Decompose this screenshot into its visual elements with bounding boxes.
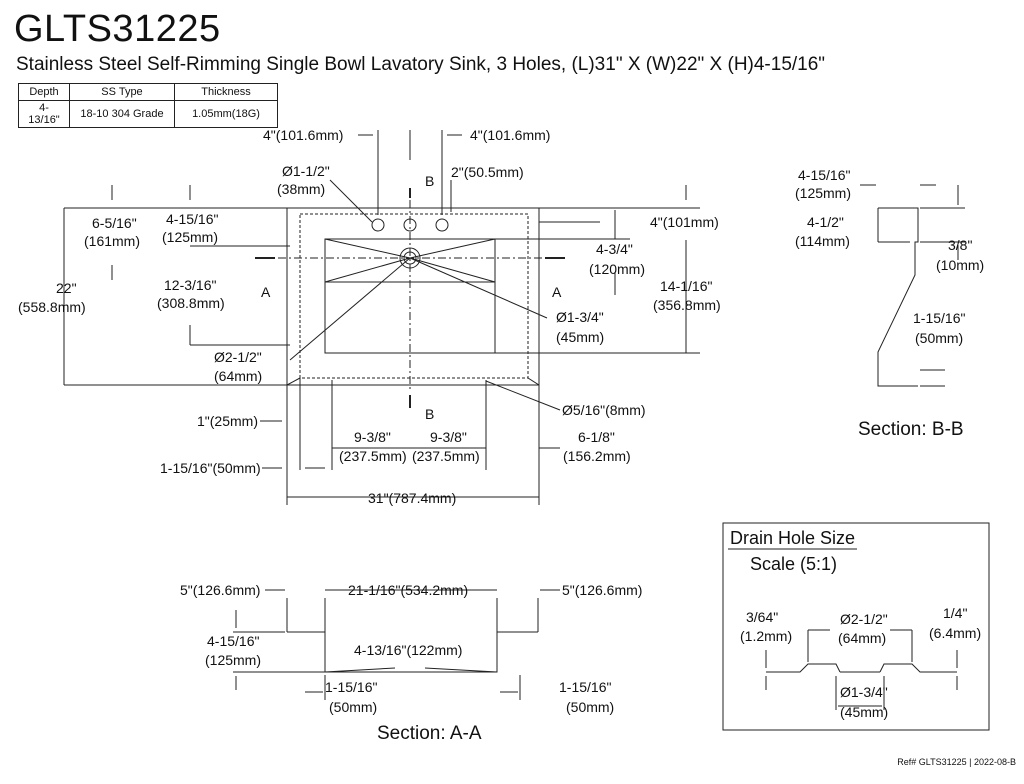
reference-footer: Ref# GLTS31225 | 2022-08-B [897,757,1016,767]
aa-depth: 4-15/16" [207,633,259,649]
dim-faucet-hole-dia-mm: (38mm) [277,181,325,197]
aa-inner-depth: 4-13/16"(122mm) [354,642,462,658]
dim-rim-1in: 1"(25mm) [197,413,258,429]
dim-hole-spacing-right: 4"(101.6mm) [470,127,550,143]
cutout-dashed-outline [299,213,529,379]
section-bb-title: Section: B-B [858,419,964,440]
aa-left-radius-mm: (50mm) [329,699,377,715]
sink-outline [286,207,540,386]
dim-drain-offset-mm: (120mm) [589,261,645,277]
drain-profile-left [766,663,841,673]
aa-bowl-length: 21-1/16"(534.2mm) [348,582,468,598]
bb-bottom: 1-15/16" [913,310,965,326]
dim-mount-hole-dia: Ø5/16"(8mm) [562,402,646,418]
dim-overall-width-mm: (558.8mm) [18,299,86,315]
dim-faucet-hole-dia: Ø1-1/2" [282,163,330,179]
dim-bowl-top-offset-mm: (125mm) [162,229,218,245]
dim-right-rim-mm: (156.2mm) [563,448,631,464]
drain-profile-right [879,663,957,673]
dim-drain-flange-dia-mm: (64mm) [214,368,262,384]
dim-hole-spacing-left: 4"(101.6mm) [263,127,343,143]
aa-right-radius: 1-15/16" [559,679,611,695]
faucet-hole-right [435,218,449,232]
spec-value-thickness: 1.05mm(18G) [174,100,278,128]
spec-value-depth: 4-13/16" [18,100,70,128]
dim-bowl-to-drain: 12-3/16" [164,277,216,293]
dim-drain-dia-mm: (45mm) [556,329,604,345]
dim-half-left: 9-3/8" [354,429,391,445]
dim-overall-width: 22" [56,280,77,296]
dim-bowl-to-drain-mm: (308.8mm) [157,295,225,311]
spec-table: Depth SS Type Thickness 4-13/16" 18-10 3… [18,83,278,128]
section-b-label-bottom: B [425,406,434,422]
dim-rim-to-bowl-left-mm: (161mm) [84,233,140,249]
section-bb-profile [877,207,919,387]
section-b-label-top: B [425,173,434,189]
drain-inner-dia-mm: (45mm) [840,704,888,720]
drain-thickness-mm: (1.2mm) [740,628,792,644]
dim-overall-length: 31"(787.4mm) [368,490,456,506]
dim-bowl-width: 14-1/16" [660,278,712,294]
bb-flange: 3/8" [948,237,972,253]
drain-lip-mm: (6.4mm) [929,625,981,641]
drain-inner-dia: Ø1-3/4" [840,684,888,700]
aa-depth-mm: (125mm) [205,652,261,668]
dim-half-right-mm: (237.5mm) [412,448,480,464]
section-aa-profile [287,631,538,673]
dim-right-rim: 6-1/8" [578,429,615,445]
bb-bottom-mm: (50mm) [915,330,963,346]
dim-drain-flange-dia: Ø2-1/2" [214,349,262,365]
drain-outer-dia-mm: (64mm) [838,630,886,646]
dim-bowl-width-mm: (356.8mm) [653,297,721,313]
aa-left-rim: 5"(126.6mm) [180,582,260,598]
aa-left-radius: 1-15/16" [325,679,377,695]
dim-half-left-mm: (237.5mm) [339,448,407,464]
faucet-hole-left [371,218,385,232]
dim-drain-dia: Ø1-3/4" [556,309,604,325]
section-a-label-left: A [261,284,271,300]
section-aa-title: Section: A-A [377,723,482,744]
dim-half-right: 9-3/8" [430,429,467,445]
dim-bowl-top-offset: 4-15/16" [166,211,218,227]
bb-depth-front-mm: (114mm) [795,233,850,249]
model-title: GLTS31225 [14,8,221,50]
product-description: Stainless Steel Self-Rimming Single Bowl… [16,54,826,75]
drain-outer-dia: Ø2-1/2" [840,611,888,627]
bb-depth-back-mm: (125mm) [795,185,851,201]
spec-value-row: 4-13/16" 18-10 304 Grade 1.05mm(18G) [18,100,278,128]
bb-depth-back: 4-15/16" [798,167,850,183]
dim-drain-offset: 4-3/4" [596,241,633,257]
drain-detail-scale: Scale (5:1) [750,554,837,574]
dim-rim-1-15-16: 1-15/16"(50mm) [160,460,261,476]
aa-right-rim: 5"(126.6mm) [562,582,642,598]
spec-value-ss-type: 18-10 304 Grade [69,100,175,128]
dim-rim-to-hole: 2"(50.5mm) [451,164,524,180]
drain-detail-box [722,522,990,731]
dim-rim-to-bowl-left: 6-5/16" [92,215,137,231]
drain-detail-title: Drain Hole Size [730,528,855,548]
bb-depth-front: 4-1/2" [807,214,844,230]
dim-rim-top: 4"(101mm) [650,214,719,230]
drain-lip: 1/4" [943,605,967,621]
drain-thickness: 3/64" [746,609,778,625]
aa-right-radius-mm: (50mm) [566,699,614,715]
section-a-label-right: A [552,284,562,300]
bb-flange-mm: (10mm) [936,257,984,273]
